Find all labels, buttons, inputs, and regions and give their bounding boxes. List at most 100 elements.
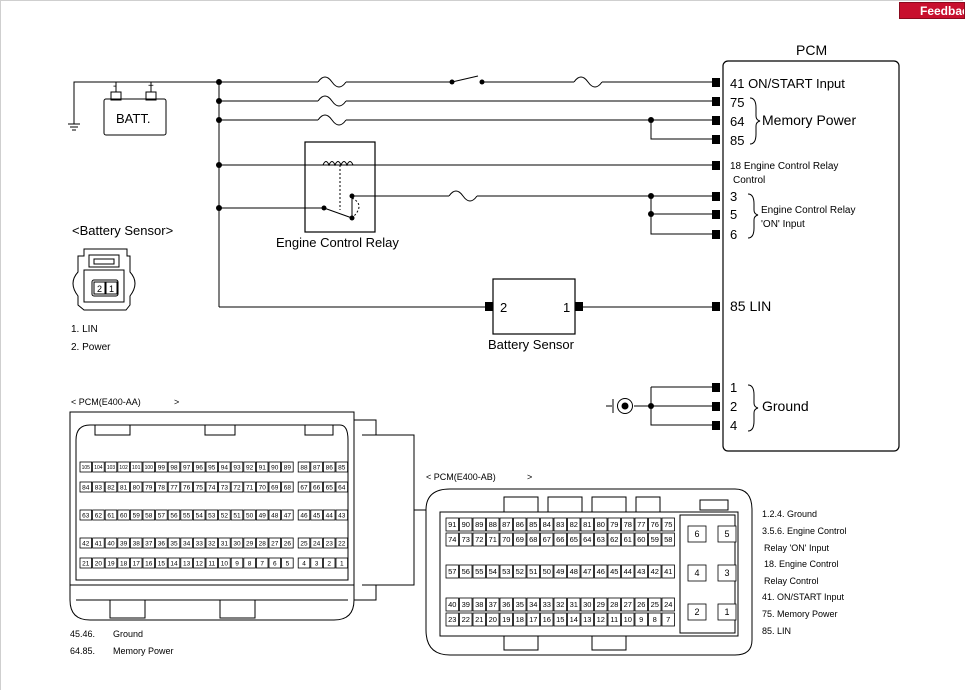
e400ab-pin-58: 58 — [664, 535, 672, 544]
e400aa-pin-9: 9 — [235, 560, 239, 567]
e400ab-pin-54: 54 — [489, 567, 497, 576]
feedback-button[interactable]: Feedbac — [899, 2, 965, 19]
e400ab-pin-56-cell — [459, 564, 473, 579]
e400aa-pin-26: 26 — [284, 540, 292, 547]
e400aa-pin-59-cell — [129, 509, 143, 521]
e400ab-large-pin-2: 2 — [694, 607, 699, 617]
e400ab-pin-50-cell — [540, 564, 554, 579]
e400ab-pin-40: 40 — [448, 600, 456, 609]
e400aa-pin-6: 6 — [273, 560, 277, 567]
e400ab-pin-34: 34 — [529, 600, 537, 609]
e400ab-pin-69-cell — [513, 532, 527, 547]
e400ab-pin-21: 21 — [475, 615, 483, 624]
e400aa-pin-102: 102 — [119, 465, 128, 471]
e400aa-pin-81-cell — [117, 481, 130, 493]
e400aa-pin-48: 48 — [271, 512, 279, 519]
e400ab-pin-10: 10 — [624, 615, 632, 624]
e400aa-pin-22-cell — [335, 537, 349, 549]
e400aa-pin-47-cell — [281, 509, 294, 521]
e400aa-pin-75: 75 — [196, 484, 204, 491]
e400ab-pin-33: 33 — [543, 600, 551, 609]
e400aa-pin-12: 12 — [196, 560, 204, 567]
relay-switch — [323, 196, 360, 219]
e400aa-pin-80-cell — [129, 481, 143, 493]
e400ab-pin-9-cell — [634, 612, 648, 627]
e400ab-pin-61: 61 — [624, 535, 632, 544]
e400aa-pin-19: 19 — [107, 560, 115, 567]
e400ab-pin-14: 14 — [570, 615, 578, 624]
e400ab-pin-68-cell — [526, 532, 540, 547]
e400aa-pin-98: 98 — [170, 464, 178, 471]
e400aa-pin-81: 81 — [120, 484, 128, 491]
e400ab-pin-28: 28 — [610, 600, 618, 609]
pcm-pin-3-label: 3 — [730, 189, 737, 204]
e400aa-pin-53-cell — [205, 509, 219, 521]
battery-label: BATT. — [116, 111, 150, 126]
e400aa-pin-41: 41 — [95, 540, 103, 547]
e400ab-pin-41: 41 — [664, 567, 672, 576]
e400aa-pin-63-cell — [79, 509, 93, 521]
e400aa-pin-64: 64 — [338, 484, 346, 491]
e400ab-pin-76: 76 — [651, 520, 659, 529]
e400ab-pin-87-cell — [499, 517, 513, 532]
e400ab-pin-83: 83 — [556, 520, 564, 529]
e400aa-pin-39: 39 — [120, 540, 128, 547]
e400ab-large-pin-4: 4 — [694, 568, 699, 578]
e400ab-pin-21-cell — [472, 612, 486, 627]
e400aa-pin-87: 87 — [313, 464, 321, 471]
e400aa-pin-90: 90 — [271, 464, 279, 471]
e400ab-pin-91-cell — [445, 517, 459, 532]
e400ab-pin-62-cell — [607, 532, 621, 547]
battery-minus-terminal: - — [113, 81, 116, 92]
e400ab-large-pin-3-cell — [717, 564, 737, 582]
e400aa-pin-52: 52 — [221, 512, 229, 519]
e400aa-pin-102-cell — [117, 461, 130, 473]
e400aa-pin-27: 27 — [271, 540, 279, 547]
e400aa-pin-71-cell — [243, 481, 256, 493]
e400ab-title-end: > — [527, 472, 532, 482]
e400aa-pin-92: 92 — [246, 464, 254, 471]
e400aa-pin-15-cell — [155, 557, 168, 569]
e400ab-pin-47-cell — [580, 564, 594, 579]
e400aa-pin-58: 58 — [145, 512, 153, 519]
e400ab-large-pin-1: 1 — [724, 607, 729, 617]
e400aa-pin-59: 59 — [133, 512, 141, 519]
e400ab-pin-26: 26 — [637, 600, 645, 609]
e400ab-pin-17-cell — [526, 612, 540, 627]
e400aa-pin-104: 104 — [94, 465, 103, 471]
e400aa-pin-74: 74 — [208, 484, 216, 491]
e400aa-pin-8: 8 — [248, 560, 252, 567]
e400aa-pin-4-cell — [297, 557, 311, 569]
e400aa-pin-29: 29 — [246, 540, 254, 547]
e400ab-pin-49: 49 — [556, 567, 564, 576]
e400aa-title-end: > — [174, 397, 179, 407]
e400aa-pin-56: 56 — [170, 512, 178, 519]
e400aa-pin-93-cell — [230, 461, 244, 473]
e400ab-pin-54-cell — [486, 564, 500, 579]
e400aa-pin-25: 25 — [300, 540, 308, 547]
e400ab-pin-84-cell — [540, 517, 554, 532]
e400ab-legend-6: 41. ON/START Input — [762, 592, 845, 602]
e400ab-pin-26-cell — [634, 597, 648, 612]
e400aa-pin-38-cell — [129, 537, 143, 549]
e400ab-pin-17: 17 — [529, 615, 537, 624]
e400ab-pin-45: 45 — [610, 567, 618, 576]
e400ab-pin-13-cell — [580, 612, 594, 627]
e400ab-pin-63: 63 — [597, 535, 605, 544]
e400aa-pin-69: 69 — [271, 484, 279, 491]
e400aa-pin-36: 36 — [158, 540, 166, 547]
e400aa-pin-39-cell — [117, 537, 130, 549]
e400aa-pin-5: 5 — [286, 560, 290, 567]
e400aa-pin-6-cell — [268, 557, 282, 569]
e400aa-pin-72-cell — [230, 481, 244, 493]
e400aa-pin-23-cell — [322, 537, 336, 549]
e400aa-pin-83: 83 — [95, 484, 103, 491]
e400aa-pin-11: 11 — [208, 560, 215, 567]
e400ab-pin-64: 64 — [583, 535, 591, 544]
e400aa-pin-3: 3 — [315, 560, 319, 567]
e400aa-pin-46-cell — [297, 509, 311, 521]
e400ab-pin-31-cell — [567, 597, 581, 612]
e400ab-pin-53-cell — [499, 564, 513, 579]
e400aa-pin-15: 15 — [158, 560, 166, 567]
e400aa-pin-46: 46 — [300, 512, 308, 519]
